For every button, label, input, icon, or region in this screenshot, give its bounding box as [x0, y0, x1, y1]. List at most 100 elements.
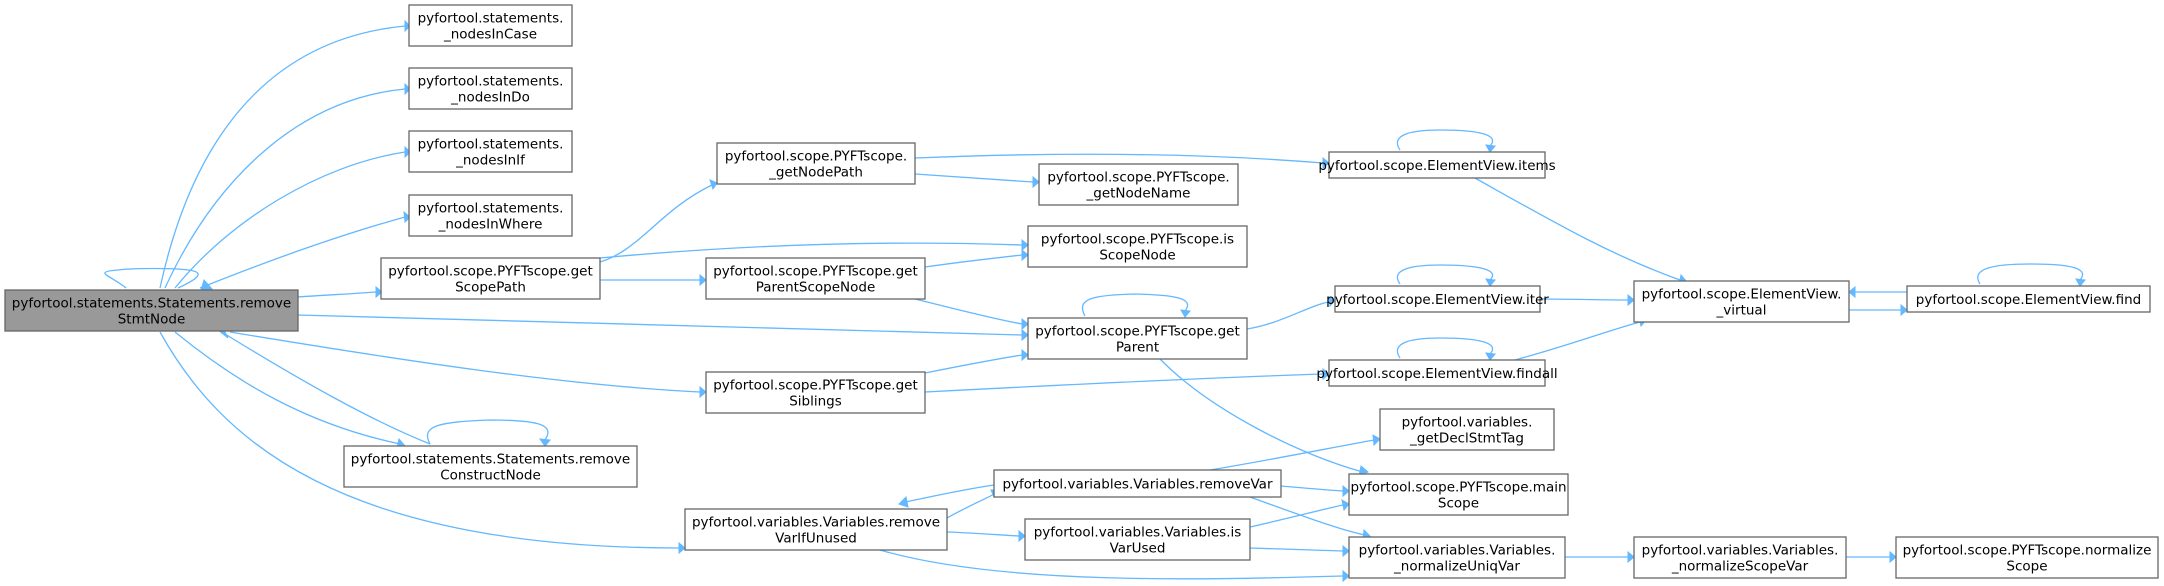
edge-removeVar-to-removeVarIfUnused — [898, 484, 995, 508]
edge-getParent-to-getParent — [1082, 293, 1191, 318]
edge-findall-to-virtual — [1514, 316, 1647, 361]
node-label-line: pyfortool.scope.PYFTscope.get — [713, 264, 918, 280]
edge-getSiblings-to-findall — [924, 367, 1330, 393]
node-box — [705, 371, 926, 414]
arrowhead-icon — [2075, 278, 2086, 287]
node-label-line: _getNodeName — [1086, 186, 1191, 202]
node-box — [408, 130, 573, 173]
node-box — [1038, 163, 1239, 206]
node-label-line: _normalizeScopeVar — [1671, 559, 1809, 575]
node-root[interactable]: pyfortool.statements.Statements.removeSt… — [4, 289, 299, 332]
edge-line — [1474, 177, 1681, 281]
node-box — [4, 289, 299, 332]
edge-line — [1396, 129, 1493, 151]
node-label-line: pyfortool.scope.PYFTscope.get — [388, 264, 593, 280]
node-label-line: _nodesInWhere — [438, 217, 543, 233]
edge-line — [946, 531, 1020, 537]
node-where[interactable]: pyfortool.statements._nodesInWhere — [408, 194, 573, 237]
node-box — [1633, 280, 1850, 323]
arrowhead-icon — [1018, 529, 1026, 543]
node-iter[interactable]: pyfortool.scope.ElementView.iter — [1326, 285, 1549, 313]
edge-line — [599, 242, 1023, 259]
node-label-line: pyfortool.scope.ElementView.items — [1318, 158, 1555, 174]
edge-line — [297, 291, 377, 298]
node-box — [993, 469, 1282, 498]
edge-line — [924, 354, 1023, 374]
edge-line — [1396, 337, 1493, 359]
edge-line — [924, 373, 1324, 393]
node-case[interactable]: pyfortool.statements._nodesInCase — [408, 4, 573, 47]
node-box — [1895, 536, 2159, 579]
arrowhead-icon — [1485, 278, 1496, 287]
arrowhead-icon — [375, 285, 383, 299]
edge-removeVar-to-mainScope — [1280, 484, 1350, 498]
edge-line — [1514, 321, 1641, 361]
node-box — [1328, 151, 1546, 179]
node-label-line: pyfortool.scope.PYFTscope.normalize — [1903, 543, 2152, 559]
node-label-line: pyfortool.statements. — [418, 137, 564, 153]
edge-line — [224, 333, 431, 445]
node-label-line: Siblings — [789, 394, 842, 410]
edge-line — [174, 331, 401, 445]
arrowhead-icon — [1021, 317, 1029, 331]
edge-getNodePath-to-items — [914, 153, 1330, 170]
node-getNodeName[interactable]: pyfortool.scope.PYFTscope._getNodeName — [1038, 163, 1239, 206]
node-box — [684, 508, 948, 551]
node-getParentScopeNode[interactable]: pyfortool.scope.PYFTscope.getParentScope… — [705, 257, 926, 300]
node-label-line: pyfortool.statements. — [418, 201, 564, 217]
edge-line — [946, 493, 995, 519]
edge-normalizeScopeVar-to-normalizeScope — [1845, 550, 1897, 564]
edge-line — [904, 484, 995, 503]
node-label-line: pyfortool.scope.ElementView.findall — [1316, 366, 1557, 382]
node-findall[interactable]: pyfortool.scope.ElementView.findall — [1316, 359, 1558, 387]
arrowhead-icon — [678, 541, 686, 555]
edge-getNodePath-to-getNodeName — [914, 173, 1040, 189]
node-getNodePath[interactable]: pyfortool.scope.PYFTscope._getNodePath — [716, 142, 916, 185]
node-removeVarIfUnused[interactable]: pyfortool.variables.Variables.removeVarI… — [684, 508, 948, 551]
node-box — [1024, 518, 1251, 561]
node-normalizeScope[interactable]: pyfortool.scope.PYFTscope.normalizeScope — [1895, 536, 2159, 579]
arrowhead-icon — [1021, 348, 1029, 362]
node-label-line: Scope — [1438, 496, 1479, 512]
node-label-line: pyfortool.statements. — [418, 74, 564, 90]
node-if[interactable]: pyfortool.statements._nodesInIf — [408, 130, 573, 173]
arrowhead-icon — [699, 273, 707, 287]
node-virtual[interactable]: pyfortool.scope.ElementView._virtual — [1633, 280, 1850, 323]
edge-removeVarIfUnused-to-normalizeUniqVar — [879, 549, 1350, 583]
node-label-line: VarUsed — [1110, 541, 1166, 557]
node-label-line: pyfortool.scope.PYFTscope.get — [713, 378, 918, 394]
node-label-line: _virtual — [1716, 303, 1767, 319]
node-items[interactable]: pyfortool.scope.ElementView.items — [1318, 151, 1556, 179]
node-box — [408, 4, 573, 47]
arrowhead-icon — [1322, 367, 1330, 381]
edge-find-to-virtual — [1848, 285, 1907, 299]
node-box — [1379, 408, 1555, 451]
node-normalizeUniqVar[interactable]: pyfortool.variables.Variables._normalize… — [1348, 536, 1566, 579]
edge-line — [1977, 263, 2083, 285]
node-removeConstruct[interactable]: pyfortool.statements.Statements.removeCo… — [343, 445, 638, 488]
edge-line — [1209, 439, 1375, 471]
edge-line — [159, 331, 681, 549]
node-do[interactable]: pyfortool.statements._nodesInDo — [408, 67, 573, 110]
edge-find-to-find — [1977, 263, 2086, 287]
node-box — [716, 142, 916, 185]
edge-getParentScopeNode-to-isScopeNode — [924, 248, 1029, 268]
node-find[interactable]: pyfortool.scope.ElementView.find — [1906, 285, 2151, 313]
edge-normalizeUniqVar-to-normalizeScopeVar — [1564, 550, 1635, 564]
node-getDeclStmtTag[interactable]: pyfortool.variables._getDeclStmtTag — [1379, 408, 1555, 451]
arrowhead-icon — [898, 495, 909, 508]
node-label-line: _getNodePath — [768, 165, 863, 181]
node-label-line: pyfortool.statements. — [418, 11, 564, 27]
node-normalizeScopeVar[interactable]: pyfortool.variables.Variables._normalize… — [1633, 536, 1847, 579]
node-box — [343, 445, 638, 488]
node-label-line: pyfortool.variables.Variables.removeVar — [1002, 477, 1272, 493]
node-removeVar[interactable]: pyfortool.variables.Variables.removeVar — [993, 469, 1282, 498]
arrowhead-icon — [1342, 544, 1350, 558]
arrowhead-icon — [1900, 303, 1908, 317]
